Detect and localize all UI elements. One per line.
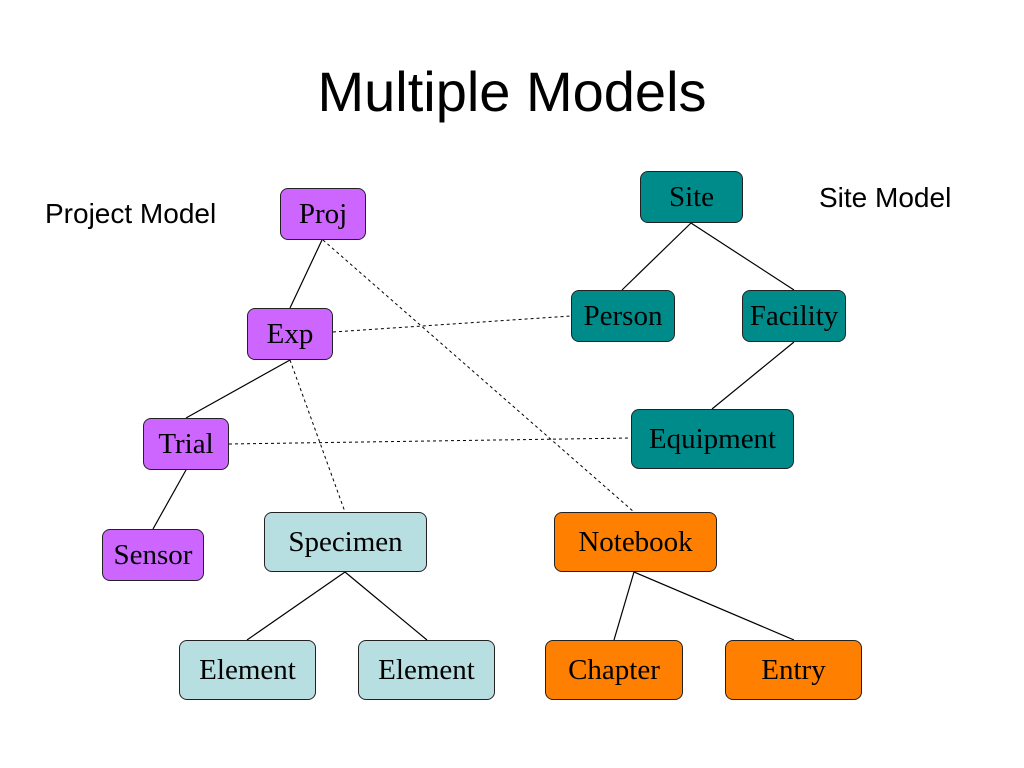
node-equipment: Equipment bbox=[631, 409, 794, 469]
link-notebook-entry bbox=[633, 571, 795, 641]
node-element-1: Element bbox=[179, 640, 316, 700]
node-sensor: Sensor bbox=[102, 529, 204, 581]
link-specimen-element-2 bbox=[344, 571, 428, 641]
project-model-label: Project Model bbox=[45, 198, 217, 229]
node-site: Site bbox=[640, 171, 743, 223]
link-specimen-element-1 bbox=[246, 571, 346, 641]
link-site-facility bbox=[690, 222, 795, 291]
link-notebook-chapter bbox=[613, 571, 635, 641]
link-facility-equipment bbox=[711, 341, 795, 410]
node-person: Person bbox=[571, 290, 675, 342]
node-chapter: Chapter bbox=[545, 640, 683, 700]
link-proj-notebook bbox=[322, 239, 635, 513]
node-exp: Exp bbox=[247, 308, 333, 360]
link-exp-person bbox=[332, 315, 572, 333]
node-facility: Facility bbox=[742, 290, 846, 342]
link-site-person bbox=[621, 222, 692, 291]
node-entry: Entry bbox=[725, 640, 862, 700]
link-exp-trial bbox=[185, 359, 291, 419]
link-trial-sensor bbox=[152, 469, 187, 530]
slide-title: Multiple Models bbox=[317, 60, 707, 123]
link-trial-equipment bbox=[228, 437, 632, 445]
link-exp-specimen bbox=[289, 359, 346, 513]
node-element-2: Element bbox=[358, 640, 495, 700]
node-notebook: Notebook bbox=[554, 512, 717, 572]
site-model-label: Site Model bbox=[819, 182, 952, 213]
link-proj-exp bbox=[289, 239, 323, 309]
node-specimen: Specimen bbox=[264, 512, 427, 572]
node-trial: Trial bbox=[143, 418, 229, 470]
node-proj: Proj bbox=[280, 188, 366, 240]
